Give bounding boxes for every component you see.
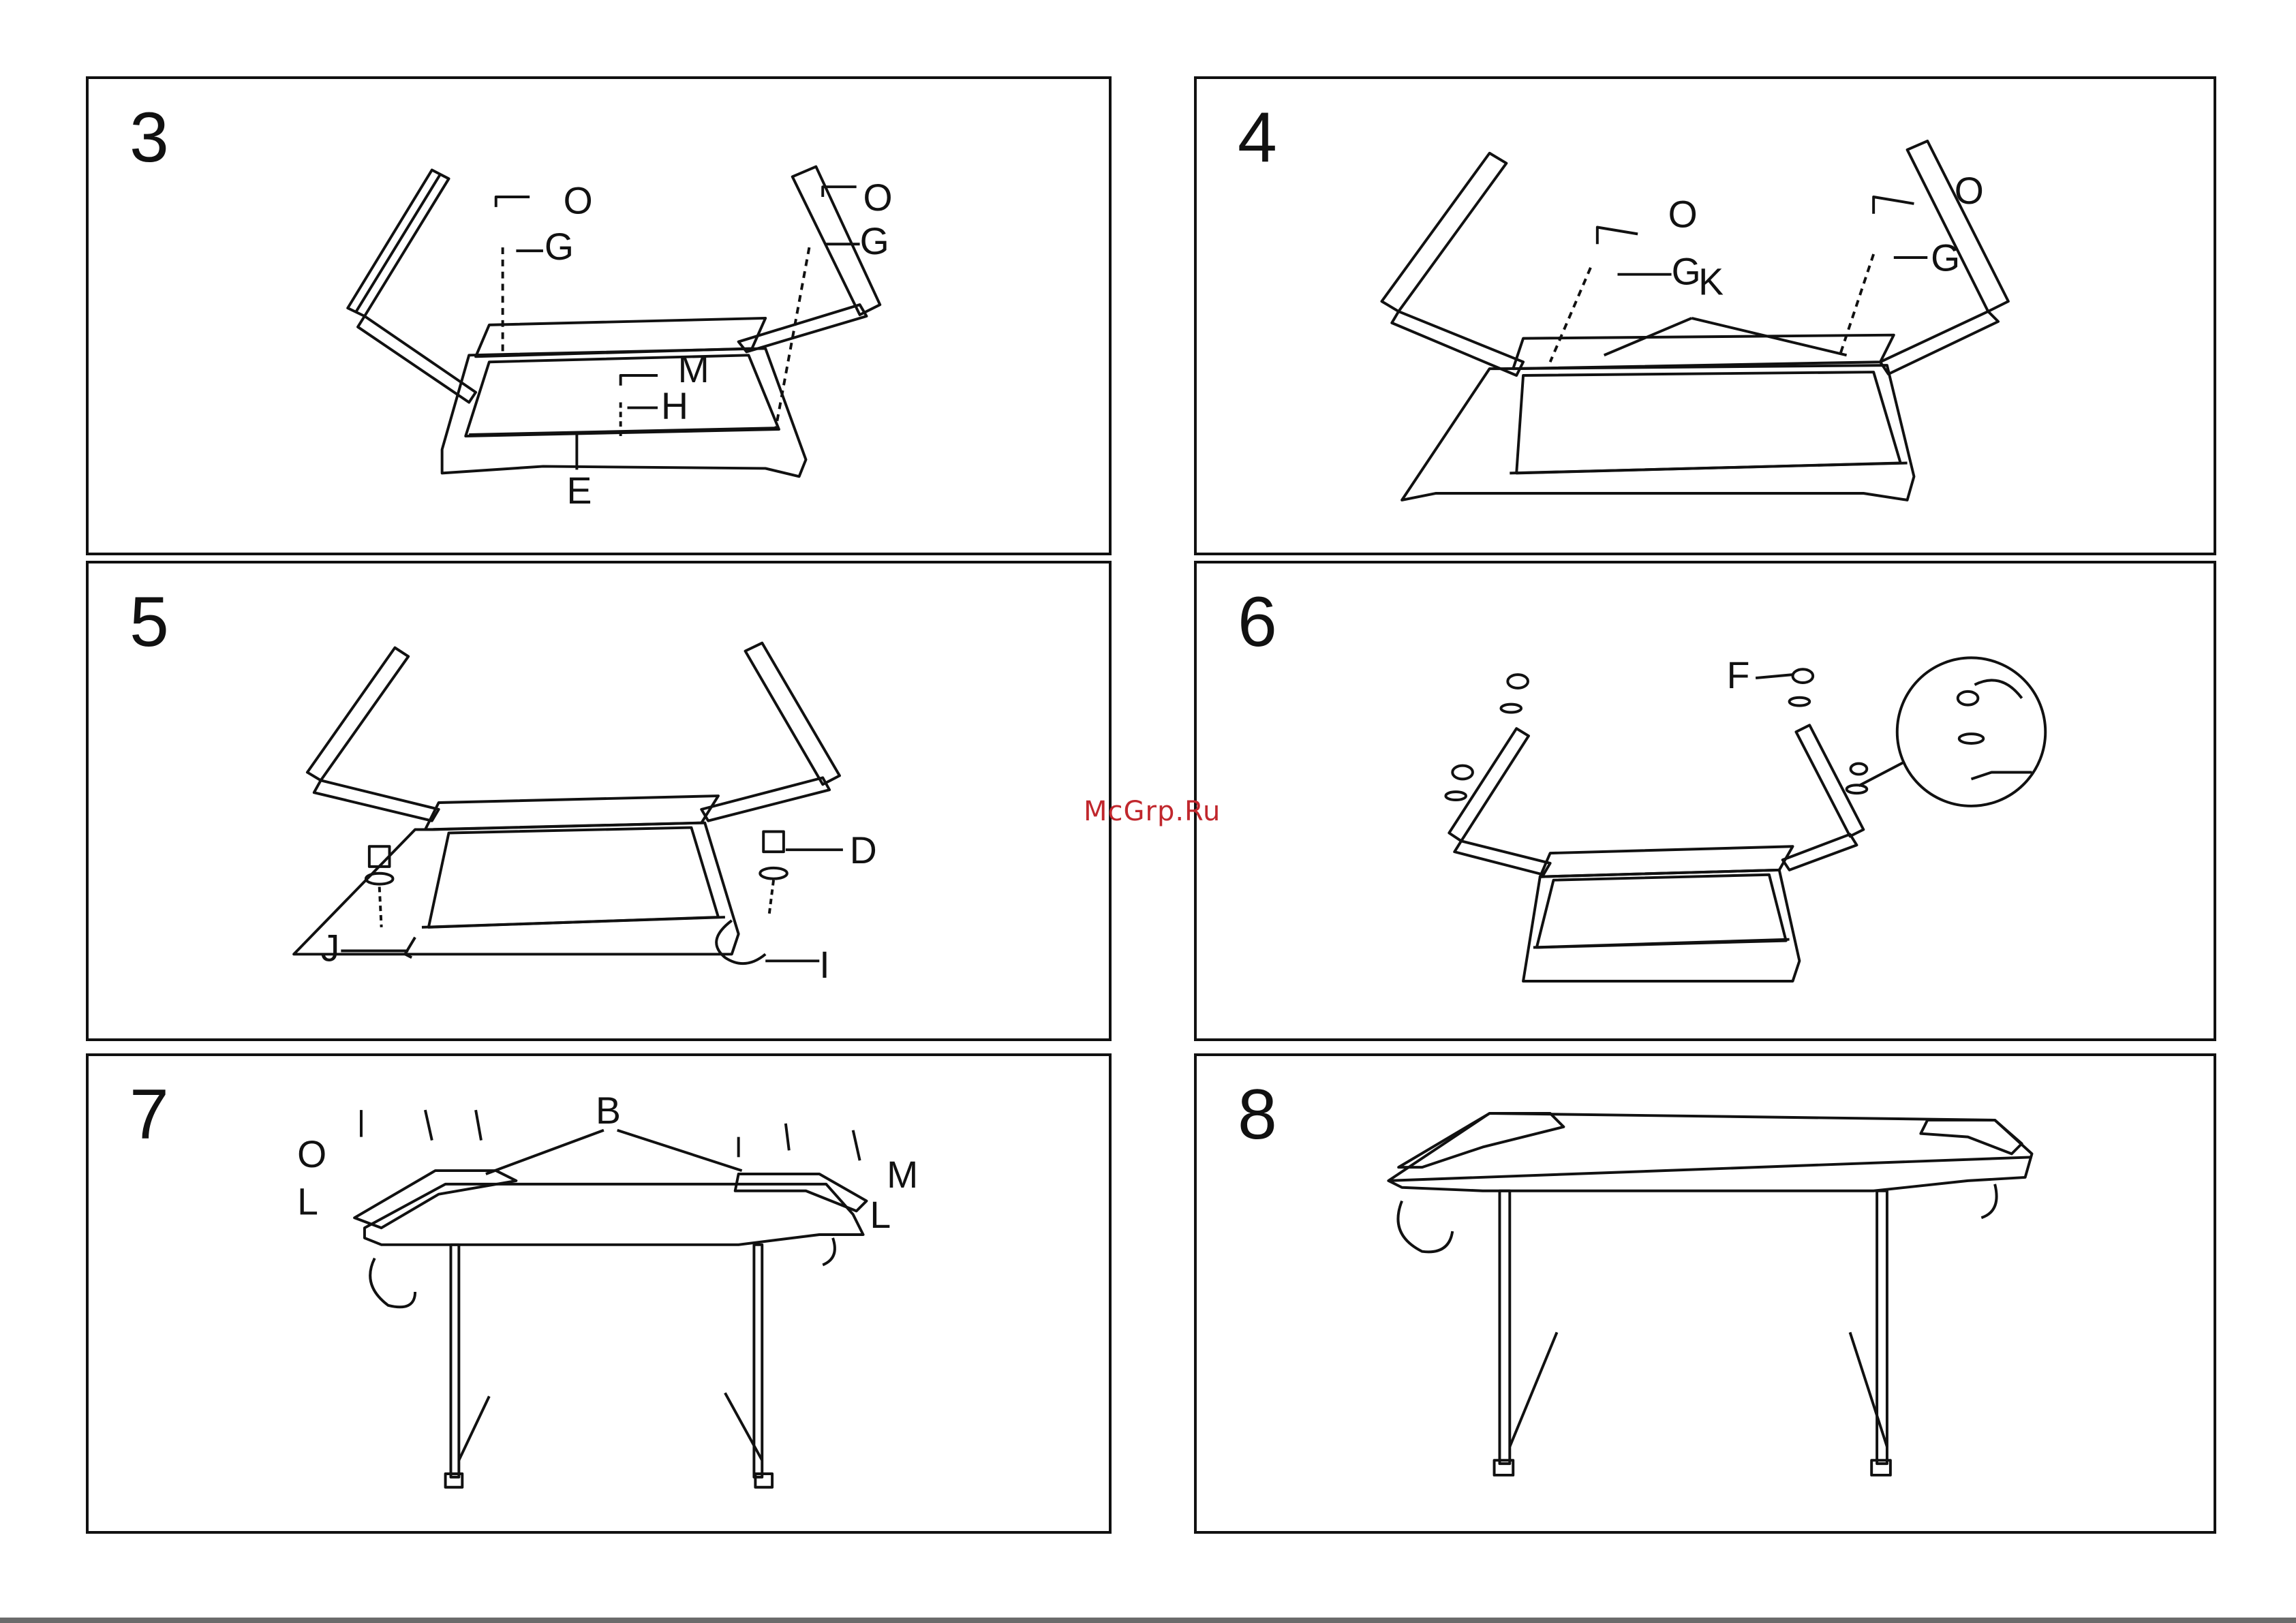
label-K: K (1698, 260, 1724, 303)
label-O: O (1668, 193, 1698, 235)
step-3-diagram: O G O G M H E (89, 79, 1109, 553)
step-4-panel: 4 O G K O G (1194, 76, 2216, 555)
label-O: O (564, 180, 593, 222)
label-I: I (819, 944, 829, 986)
label-M: M (678, 348, 709, 390)
step-6-panel: 6 F (1194, 561, 2216, 1041)
label-O: O (863, 176, 893, 219)
step-8-panel: 8 (1194, 1053, 2216, 1534)
label-F: F (1727, 654, 1750, 696)
step-3-panel: 3 O (86, 76, 1112, 555)
label-B: B (596, 1089, 621, 1132)
label-L: L (870, 1194, 891, 1236)
step-5-diagram: D J I (89, 563, 1109, 1038)
label-G: G (1672, 251, 1701, 293)
label-J: J (321, 927, 340, 969)
step-7-diagram: O L B M L (89, 1056, 1109, 1531)
label-G: G (1931, 237, 1960, 279)
step-5-panel: 5 D J I (86, 561, 1112, 1041)
label-G: G (545, 226, 574, 268)
step-7-panel: 7 O L B M L (86, 1053, 1112, 1534)
label-G: G (860, 220, 889, 262)
label-O: O (1955, 170, 1984, 212)
label-E: E (567, 469, 592, 512)
watermark: McGrp.Ru (1084, 796, 1221, 827)
label-L: L (297, 1180, 318, 1222)
step-8-diagram (1197, 1056, 2214, 1531)
label-D: D (850, 829, 877, 871)
step-4-diagram: O G K O G (1197, 79, 2214, 553)
footer-bar (0, 1618, 2296, 1623)
label-O: O (297, 1133, 326, 1175)
step-6-diagram: F (1197, 563, 2214, 1038)
label-H: H (661, 385, 688, 427)
label-M: M (887, 1154, 918, 1196)
